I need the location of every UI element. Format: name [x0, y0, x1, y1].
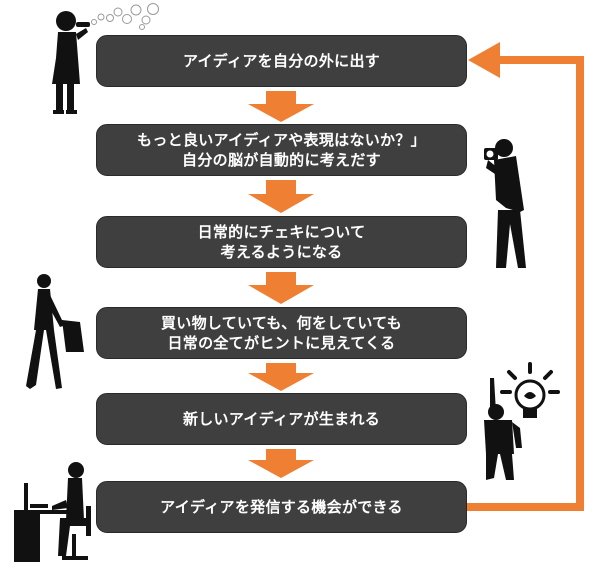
step-box-6: アイディアを発信する機会ができる — [96, 481, 467, 533]
step-box-5: 新しいアイディアが生まれる — [96, 393, 467, 445]
step-2-line-2: 自分の脳が自動的に考えだす — [182, 151, 381, 169]
step-box-1: アイディアを自分の外に出す — [96, 35, 467, 87]
down-arrow-5 — [248, 449, 314, 478]
step-2-line-1: もっと良いアイディアや表現はないか？」 — [137, 131, 426, 149]
loop-arrow-line — [467, 56, 584, 511]
walking-woman-icon — [26, 274, 84, 389]
loop-arrowhead — [468, 42, 500, 78]
step-6-line-1: アイディアを発信する機会ができる — [160, 498, 403, 516]
step-5-line-1: 新しいアイディアが生まれる — [182, 410, 381, 428]
step-box-2: もっと良いアイディアや表現はないか？」 自分の脳が自動的に考えだす — [96, 124, 467, 176]
step-4-line-2: 日常の全てがヒントに見えてくる — [167, 334, 396, 352]
photographer-icon — [484, 139, 526, 268]
bubbles-icon — [91, 3, 159, 30]
cheering-man-icon — [484, 378, 522, 480]
step-3-line-1: 日常的にチェキについて — [197, 223, 366, 241]
down-arrow-1 — [248, 91, 314, 122]
step-3-line-2: 考えるようになる — [220, 243, 343, 261]
down-arrow-2 — [248, 180, 314, 213]
lightbulb-icon — [500, 362, 560, 418]
step-4-line-1: 買い物していても、何をしていても — [160, 314, 403, 332]
down-arrow-4 — [248, 363, 314, 391]
step-box-3: 日常的にチェキについて 考えるようになる — [96, 216, 467, 268]
down-arrow-3 — [248, 272, 314, 304]
woman-at-desk-icon — [14, 462, 91, 562]
person-drinking-icon — [52, 11, 90, 114]
step-box-4: 買い物していても、何をしていても 日常の全てがヒントに見えてくる — [96, 307, 467, 359]
step-1-line-1: アイディアを自分の外に出す — [182, 52, 381, 70]
